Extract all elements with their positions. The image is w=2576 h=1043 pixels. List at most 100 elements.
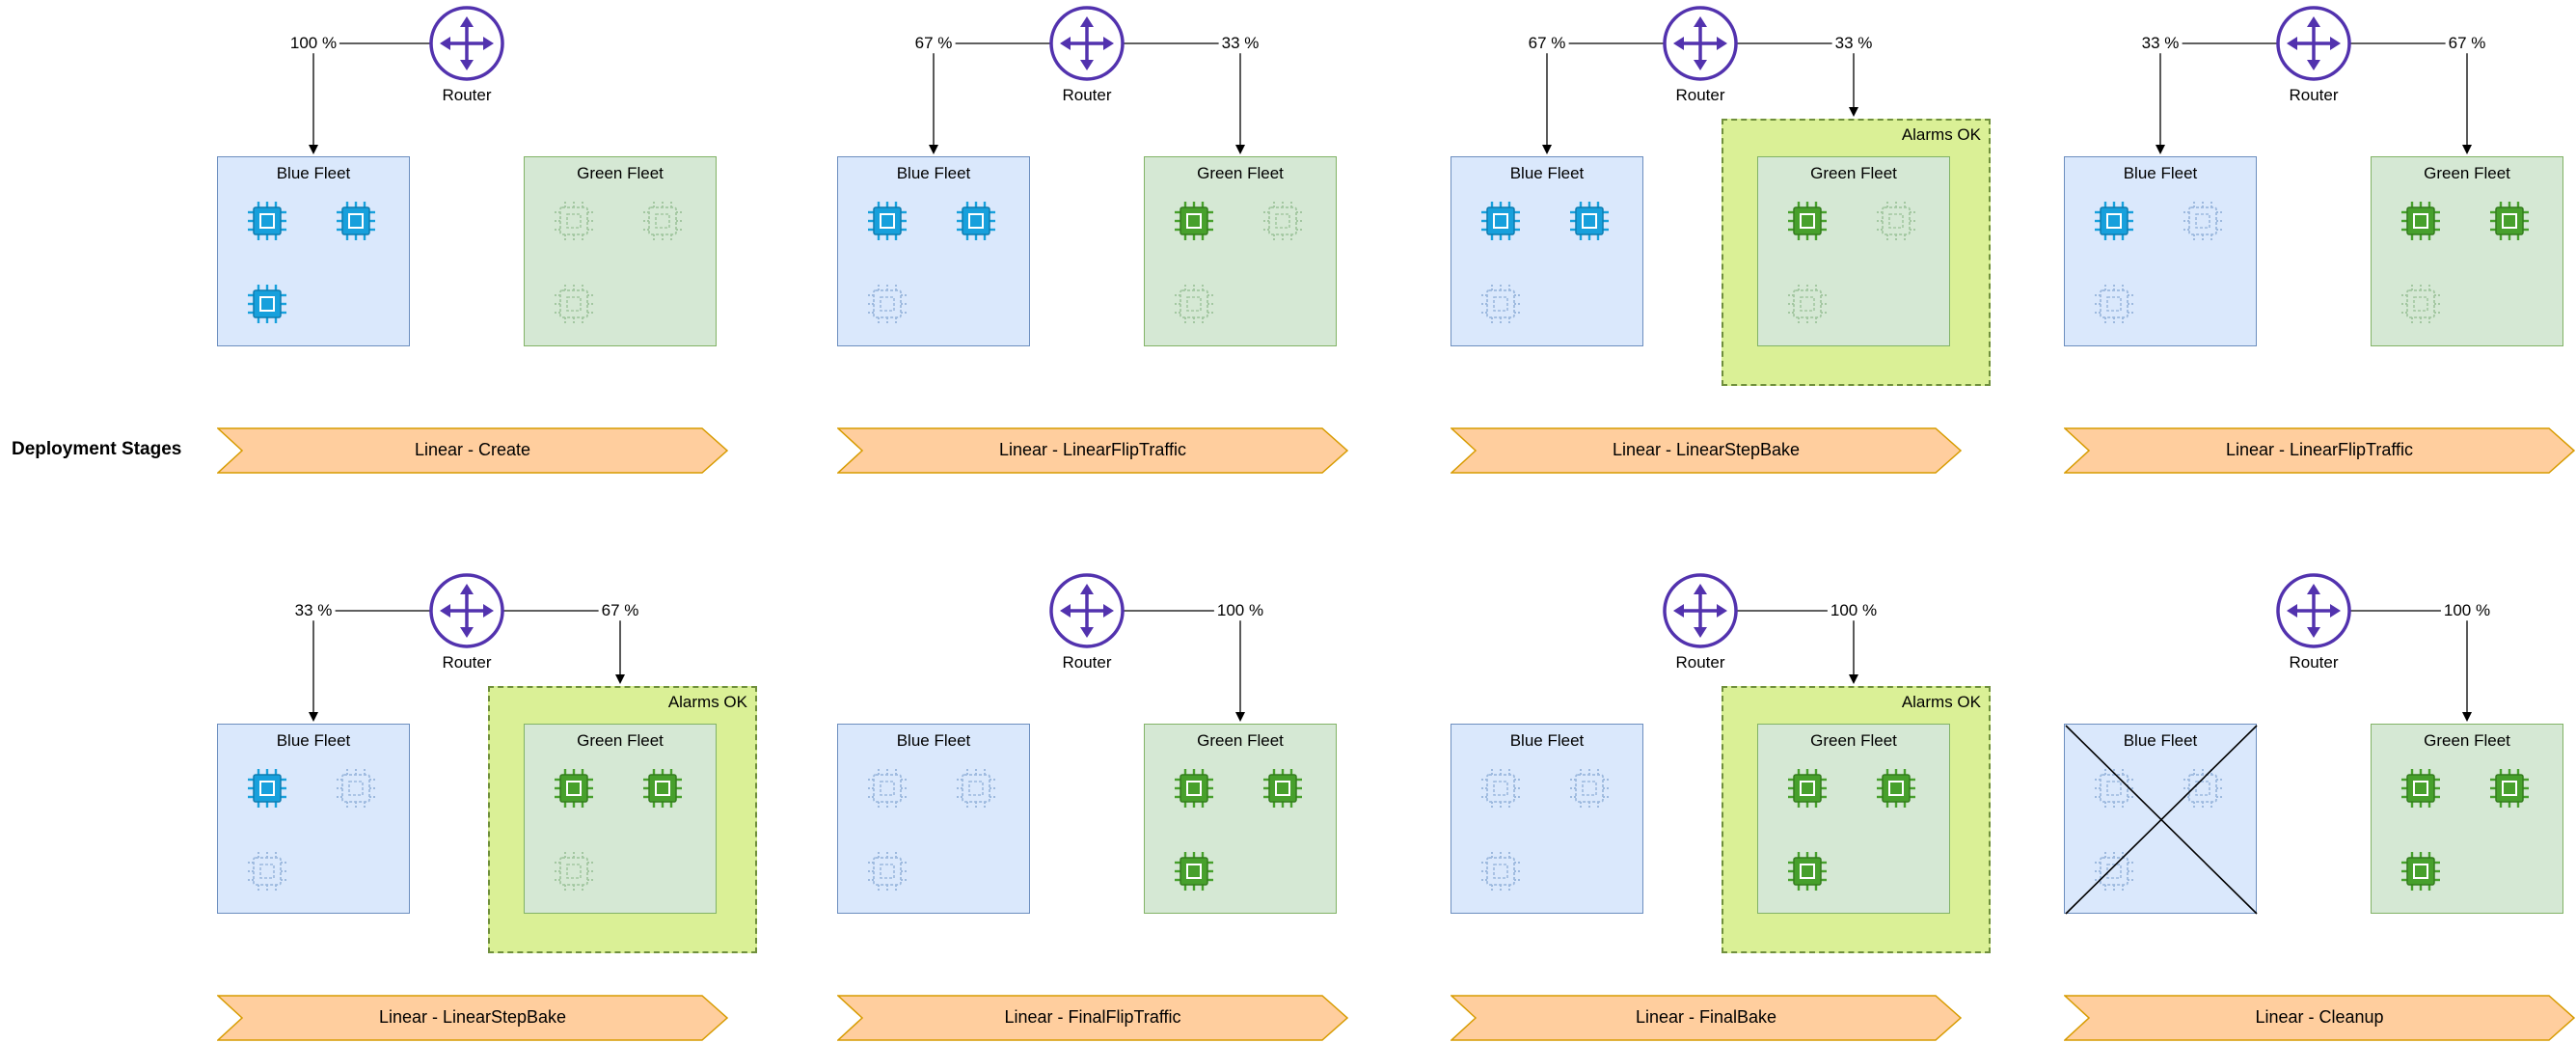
stage-banner <box>1451 427 1963 474</box>
green-fleet-instance <box>2400 850 2442 892</box>
green-fleet-instance <box>1173 850 1215 892</box>
router-label: Router <box>442 86 492 104</box>
traffic-percent-green: 67 % <box>2445 34 2489 53</box>
green-fleet-instance <box>1261 200 1304 242</box>
traffic-connector-arrow <box>309 42 431 154</box>
blue-fleet-box: Blue Fleet <box>1451 156 1643 346</box>
green-fleet-instance <box>1261 767 1304 810</box>
green-fleet-instance <box>1173 200 1215 242</box>
stage-banner-label: Linear - FinalBake <box>1635 1006 1777 1027</box>
router-label: Router <box>2289 86 2339 104</box>
green-fleet-box: Green Fleet <box>524 156 717 346</box>
traffic-percent-blue: 33 % <box>2138 34 2183 53</box>
instance-chip-icon <box>2095 202 2133 240</box>
blue-fleet-label: Blue Fleet <box>276 164 351 182</box>
instance-chip-icon <box>248 285 286 323</box>
green-fleet-instance <box>1786 850 1829 892</box>
blue-fleet-label: Blue Fleet <box>1509 164 1585 182</box>
traffic-connector-arrow <box>929 42 1051 154</box>
green-fleet-instance <box>553 200 595 242</box>
traffic-percent-green: 100 % <box>1213 601 1267 620</box>
stage-banner <box>837 995 1349 1041</box>
blue-fleet-label: Blue Fleet <box>276 731 351 750</box>
blue-fleet-instance <box>246 283 288 325</box>
instance-chip-icon <box>1788 852 1827 891</box>
stage-banner-label: Linear - Cleanup <box>2255 1006 2384 1027</box>
blue-fleet-box: Blue Fleet <box>1451 724 1643 914</box>
traffic-connector-arrow <box>1736 610 1858 684</box>
blue-fleet-instance <box>2182 200 2224 242</box>
blue-fleet-label: Blue Fleet <box>2123 731 2198 750</box>
instance-chip-icon-inactive <box>2095 285 2133 323</box>
green-fleet-instance <box>1875 200 1917 242</box>
green-fleet-instance <box>1173 767 1215 810</box>
router-icon <box>1049 573 1125 648</box>
stage-banner <box>1451 995 1963 1041</box>
instance-chip-icon <box>957 202 995 240</box>
instance-chip-icon <box>1175 202 1213 240</box>
traffic-percent-green: 67 % <box>598 601 642 620</box>
traffic-connector-arrow <box>1542 42 1665 154</box>
instance-chip-icon-inactive <box>337 769 375 808</box>
green-fleet-label: Green Fleet <box>2424 164 2510 182</box>
router-icon <box>429 573 504 648</box>
instance-chip-icon <box>1175 769 1213 808</box>
stage-banner <box>2064 995 2576 1041</box>
green-fleet-instance <box>2400 767 2442 810</box>
green-fleet-instance <box>1173 283 1215 325</box>
alarms-ok-label: Alarms OK <box>1901 693 1981 711</box>
instance-chip-icon-inactive <box>868 852 907 891</box>
green-fleet-box: Green Fleet <box>2371 724 2563 914</box>
instance-chip-icon-inactive <box>1481 769 1520 808</box>
green-fleet-instance <box>2400 200 2442 242</box>
router-icon <box>1663 6 1738 81</box>
blue-fleet-label: Blue Fleet <box>1509 731 1585 750</box>
traffic-connector-arrow <box>2349 610 2472 722</box>
instance-chip-icon-inactive <box>1877 202 1915 240</box>
alarms-ok-label: Alarms OK <box>1901 125 1981 144</box>
instance-chip-icon-inactive <box>2401 285 2440 323</box>
traffic-percent-blue: 67 % <box>1525 34 1569 53</box>
instance-chip-icon-inactive <box>868 285 907 323</box>
crossed-out-icon <box>2065 725 2258 915</box>
router-label: Router <box>1675 86 1725 104</box>
traffic-percent-blue: 33 % <box>291 601 336 620</box>
instance-chip-icon <box>1788 202 1827 240</box>
instance-chip-icon <box>1570 202 1609 240</box>
instance-chip-icon <box>2490 769 2529 808</box>
stage-banner-label: Linear - LinearStepBake <box>1612 439 1801 459</box>
blue-fleet-label: Blue Fleet <box>896 164 971 182</box>
blue-fleet-label: Blue Fleet <box>2123 164 2198 182</box>
blue-fleet-instance <box>866 283 908 325</box>
stage-banner <box>217 995 729 1041</box>
instance-chip-icon-inactive <box>643 202 682 240</box>
blue-fleet-instance <box>246 200 288 242</box>
stage-banner-label: Linear - LinearStepBake <box>378 1006 567 1027</box>
stage-banner <box>837 427 1349 474</box>
blue-fleet-instance <box>246 850 288 892</box>
traffic-percent-green: 100 % <box>2440 601 2494 620</box>
blue-fleet-box: Blue Fleet <box>217 724 410 914</box>
green-fleet-label: Green Fleet <box>577 164 664 182</box>
blue-fleet-instance <box>866 850 908 892</box>
blue-fleet-instance <box>1479 767 1522 810</box>
green-fleet-instance <box>2400 283 2442 325</box>
router-label: Router <box>442 653 492 672</box>
instance-chip-icon-inactive <box>1481 852 1520 891</box>
stage-banner-label: Linear - LinearFlipTraffic <box>998 439 1187 459</box>
instance-chip-icon <box>555 769 593 808</box>
instance-chip-icon-inactive <box>555 285 593 323</box>
router-icon <box>2276 573 2351 648</box>
blue-fleet-instance <box>2093 283 2135 325</box>
green-fleet-box: Green Fleet <box>2371 156 2563 346</box>
instance-chip-icon <box>1877 769 1915 808</box>
instance-chip-icon-inactive <box>2095 769 2133 808</box>
blue-fleet-instance <box>246 767 288 810</box>
instance-chip-icon <box>248 769 286 808</box>
instance-chip-icon-inactive <box>555 202 593 240</box>
green-fleet-instance <box>553 283 595 325</box>
blue-fleet-instance <box>2093 200 2135 242</box>
